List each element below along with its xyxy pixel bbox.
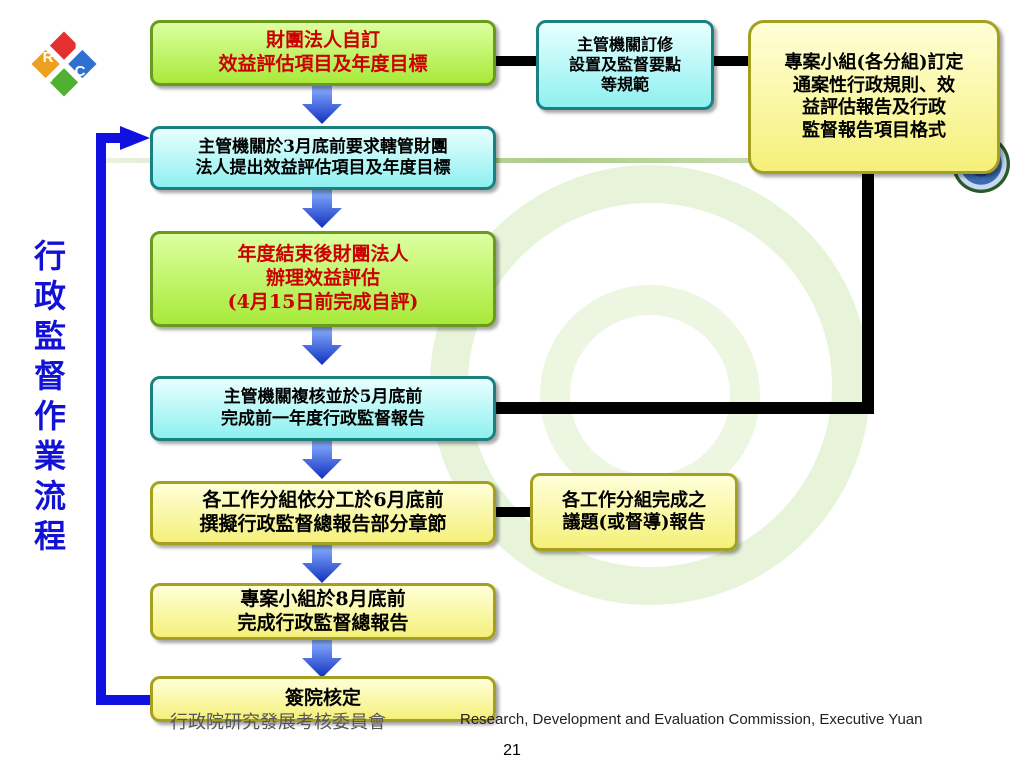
- down-arrow-icon: [302, 640, 342, 678]
- side-topic-reports-box: 各工作分組完成之 議題(或督導)報告: [530, 473, 738, 551]
- logo-letter-e: E: [43, 77, 53, 94]
- box-line: 專案小組(各分組)訂定: [784, 52, 964, 73]
- box-line: 辦理效益評估: [265, 267, 380, 290]
- vertical-title-char: 政: [33, 277, 66, 315]
- feedback-line-bottom: [96, 695, 152, 705]
- box-line: 簽院核定: [284, 687, 361, 710]
- box-line: 議題(或督導)報告: [562, 512, 706, 533]
- down-arrow-icon: [302, 327, 342, 365]
- box-line: 完成前一年度行政監督報告: [221, 408, 425, 429]
- box-line: 完成行政監督總報告: [237, 611, 409, 634]
- step-approval: 簽院核定: [150, 676, 496, 722]
- vertical-title-char: 程: [33, 517, 66, 555]
- feedback-line-vertical: [96, 133, 106, 705]
- logo-letter-c: C: [75, 63, 86, 80]
- vertical-title-char: 督: [33, 357, 66, 395]
- box-line: 效益評估項目及年度目標: [218, 53, 428, 75]
- background-divider-line: [100, 158, 1005, 163]
- connector-b4-right: [496, 402, 874, 414]
- box-line: 各工作分組完成之: [562, 489, 706, 511]
- box-line: 主管機關於3月底前要求轄管財團: [198, 136, 448, 157]
- connector-b5-r3: [496, 507, 530, 517]
- footer-english: Research, Development and Evaluation Com…: [460, 711, 923, 728]
- vertical-title-char: 業: [33, 437, 66, 475]
- box-line: 財團法人自訂: [265, 29, 380, 52]
- step-june-draft-chapters: 各工作分組依分工於6月底前 撰擬行政監督總報告部分章節: [150, 481, 496, 545]
- down-arrow-icon: [302, 441, 342, 479]
- box-line: 主管機關訂修: [576, 35, 673, 54]
- box-line: 主管機關複核並於5月底前: [223, 387, 423, 408]
- vertical-title-char: 監: [33, 317, 66, 355]
- box-line: (4月15日前完成自評): [227, 290, 419, 313]
- page-number: 21: [503, 742, 521, 759]
- step-may-review-report: 主管機關複核並於5月底前 完成前一年度行政監督報告: [150, 376, 496, 441]
- step-march-request: 主管機關於3月底前要求轄管財團 法人提出效益評估項目及年度目標: [150, 126, 496, 190]
- step-august-final-report: 專案小組於8月底前 完成行政監督總報告: [150, 583, 496, 640]
- box-line: 等規範: [600, 75, 649, 94]
- box-line: 年度結束後財團法人: [237, 243, 409, 266]
- box-line: 益評估報告及行政: [802, 97, 946, 118]
- rdec-logo-icon: R D E C: [28, 28, 100, 100]
- box-line: 各工作分組依分工於6月底前: [202, 489, 444, 512]
- down-arrow-icon: [302, 545, 342, 583]
- down-arrow-icon: [302, 86, 342, 124]
- connector-r2-down: [862, 174, 874, 414]
- box-line: 設置及監督要點: [568, 55, 681, 74]
- box-line: 通案性行政規則、效: [793, 74, 955, 96]
- connector-r1-r2: [714, 56, 748, 66]
- logo-letter-r: R: [43, 49, 54, 66]
- box-line: 撰擬行政監督總報告部分章節: [199, 513, 447, 535]
- vertical-title: 行 政 監 督 作 業 流 程: [30, 236, 70, 556]
- vertical-title-char: 作: [33, 397, 66, 435]
- logo-letter-d: D: [75, 36, 86, 53]
- connector-b1-r1: [496, 56, 536, 66]
- step-self-evaluation: 年度結束後財團法人 辦理效益評估 (4月15日前完成自評): [150, 231, 496, 327]
- vertical-title-char: 流: [33, 477, 66, 515]
- background-ring-inner: [540, 285, 760, 505]
- feedback-arrow-icon: [120, 126, 150, 150]
- side-format-rules-box: 專案小組(各分組)訂定 通案性行政規則、效 益評估報告及行政 監督報告項目格式: [748, 20, 1000, 174]
- box-line: 監督報告項目格式: [802, 119, 946, 141]
- footer-organization: 行政院研究發展考核委員會: [170, 712, 386, 733]
- step-self-defined-targets: 財團法人自訂 效益評估項目及年度目標: [150, 20, 496, 86]
- down-arrow-icon: [302, 190, 342, 228]
- vertical-title-char: 行: [33, 237, 66, 275]
- feedback-line-top: [96, 133, 130, 143]
- box-line: 專案小組於8月底前: [240, 587, 406, 610]
- side-regulations-box: 主管機關訂修 設置及監督要點 等規範: [536, 20, 714, 110]
- box-line: 法人提出效益評估項目及年度目標: [195, 158, 451, 178]
